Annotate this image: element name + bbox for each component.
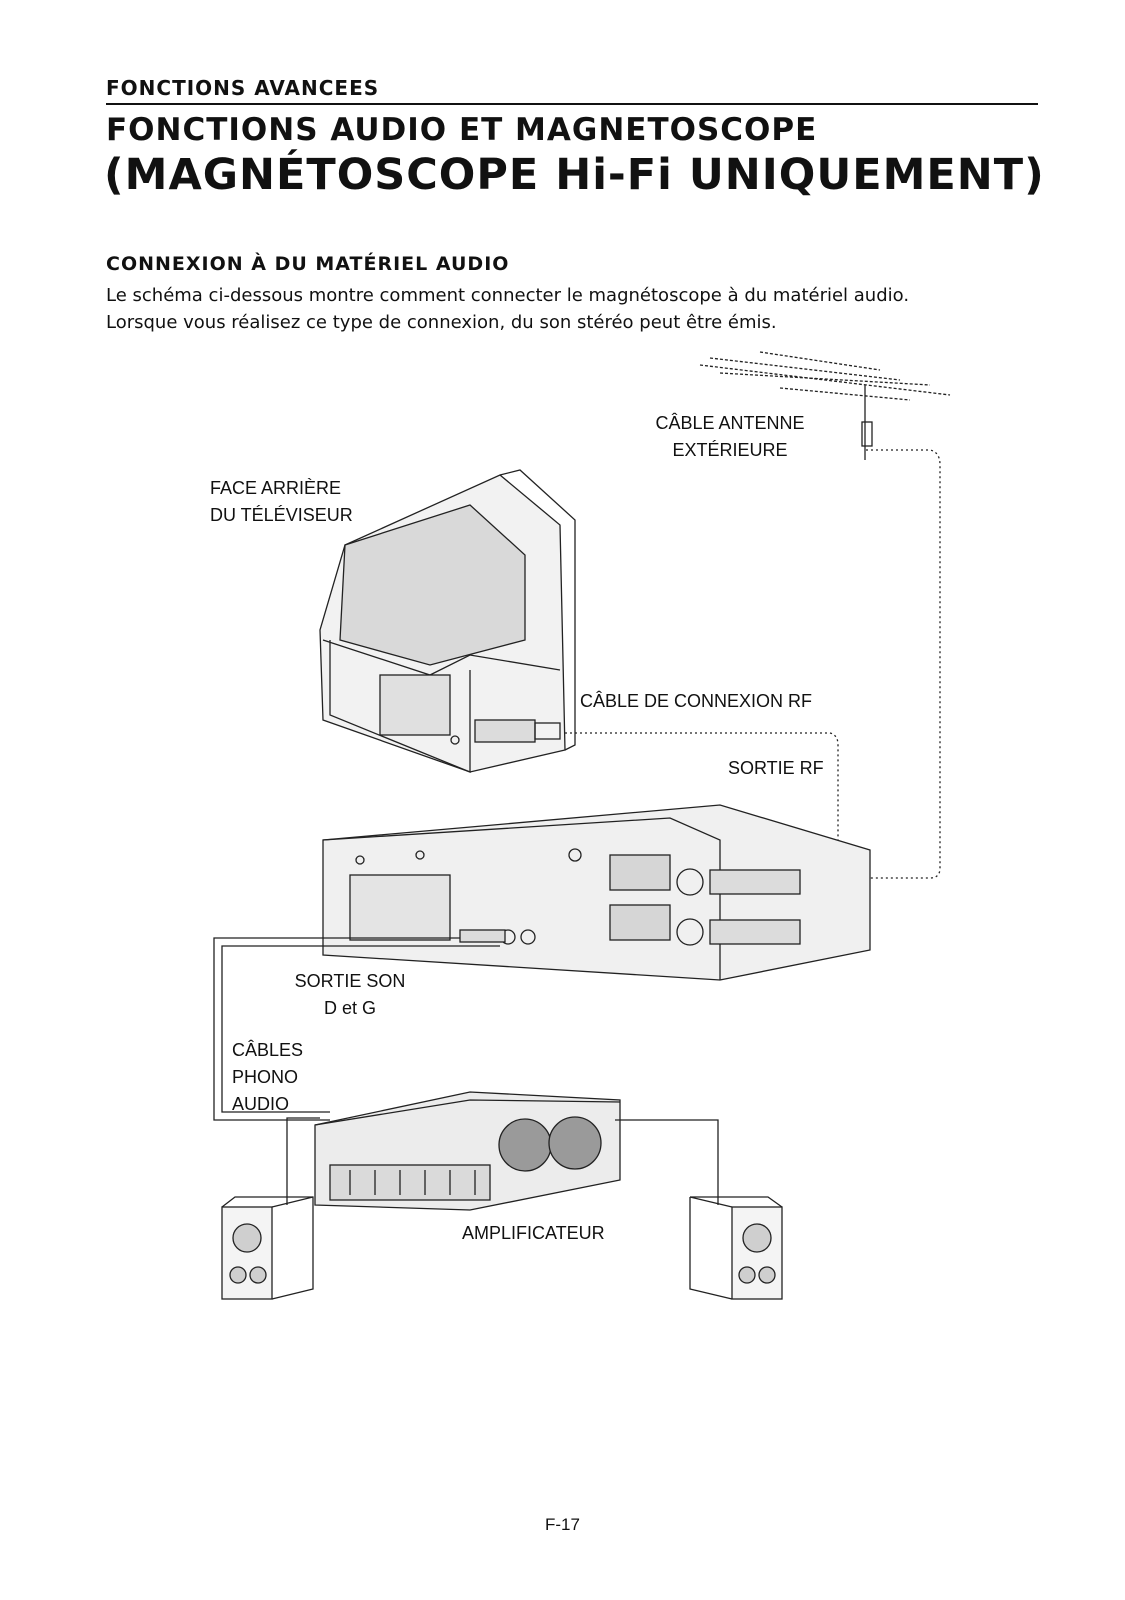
speaker-cable-left — [286, 1117, 320, 1205]
speaker-left-icon — [221, 1196, 314, 1300]
audio-cable-right — [221, 945, 500, 1113]
phono-cables-label: CÂBLES PHONO AUDIO — [232, 1037, 303, 1118]
speaker-cable-right — [615, 1119, 719, 1205]
paragraph-line: Le schéma ci-dessous montre comment conn… — [106, 285, 910, 306]
page-subtitle: (MAGNÉTOSCOPE Hi-Fi UNIQUEMENT) — [104, 150, 1045, 200]
section-paragraph: Le schéma ci-dessous montre comment conn… — [106, 282, 1036, 336]
page-number: F-17 — [545, 1515, 580, 1534]
vcr-icon — [322, 804, 871, 981]
label-line: DU TÉLÉVISEUR — [210, 505, 353, 525]
antenna-cable — [800, 449, 941, 879]
tv-back-label: FACE ARRIÈRE DU TÉLÉVISEUR — [210, 475, 353, 529]
antenna-icon — [699, 351, 951, 460]
label-line: FACE ARRIÈRE — [210, 478, 342, 498]
label-line: PHONO — [232, 1067, 299, 1087]
section-heading: CONNEXION À DU MATÉRIEL AUDIO — [106, 253, 510, 275]
amplifier-label: AMPLIFICATEUR — [462, 1223, 605, 1243]
audio-cable-left — [213, 937, 460, 1121]
rf-out-label: SORTIE RF — [728, 758, 824, 778]
audio-out-label: SORTIE SON D et G — [285, 968, 415, 1022]
paragraph-line: Lorsque vous réalisez ce type de connexi… — [106, 312, 777, 333]
label-line: SORTIE SON — [294, 971, 406, 991]
header-rule — [106, 103, 1038, 105]
section-label: FONCTIONS AVANCEES — [106, 76, 380, 100]
amplifier-icon — [314, 1091, 621, 1211]
label-line: AUDIO — [232, 1094, 290, 1114]
label-line: D et G — [323, 998, 376, 1018]
connection-diagram: CÂBLE ANTENNE EXTÉRIEURE FACE ARRIÈRE DU… — [0, 340, 1125, 1330]
diagram-drawing — [213, 351, 951, 1300]
tv-icon — [319, 469, 576, 773]
label-line: CÂBLES — [232, 1040, 304, 1060]
label-line: EXTÉRIEURE — [672, 440, 788, 460]
speaker-right-icon — [689, 1196, 783, 1300]
antenna-cable-label: CÂBLE ANTENNE EXTÉRIEURE — [640, 410, 820, 464]
rf-cable-label: CÂBLE DE CONNEXION RF — [580, 691, 813, 711]
rf-cable — [560, 732, 839, 870]
page-title: FONCTIONS AUDIO ET MAGNETOSCOPE — [106, 112, 818, 148]
label-line: CÂBLE ANTENNE — [655, 413, 805, 433]
